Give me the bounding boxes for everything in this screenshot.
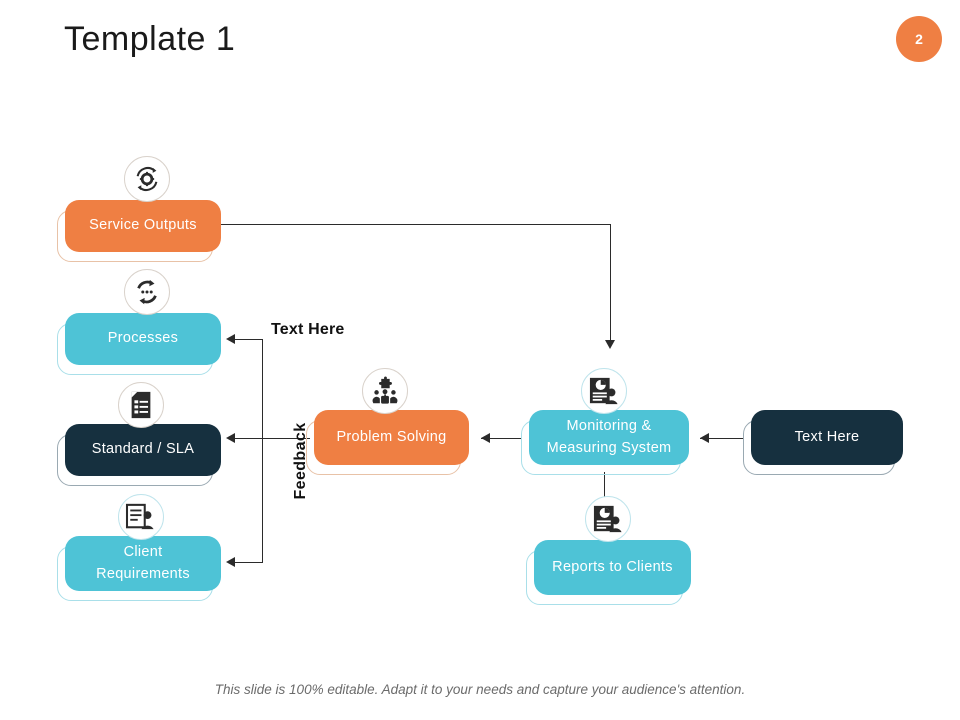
node-label-reports-to-clients: Reports to Clients — [534, 540, 691, 595]
node-label-service-outputs: Service Outputs — [65, 200, 221, 252]
client-document-icon — [125, 503, 154, 530]
puzzle-team-icon — [372, 376, 398, 404]
node-label-monitoring-system: Monitoring & Measuring System — [529, 410, 689, 465]
node-label-client-requirements: Client Requirements — [65, 536, 221, 591]
connector-feedback-spine — [262, 339, 264, 563]
puzzle-team-icon-badge — [362, 368, 408, 414]
connector-feedback-to-client-requirements — [235, 562, 263, 564]
node-service-outputs[interactable]: Service Outputs — [57, 200, 221, 262]
node-monitoring-system[interactable]: Monitoring & Measuring System — [521, 410, 689, 475]
document-list-icon-badge — [118, 382, 164, 428]
node-standard-sla[interactable]: Standard / SLA — [57, 424, 221, 486]
report-chart-person-icon — [593, 505, 622, 533]
connector-feedback-to-processes — [235, 339, 263, 341]
report-person-icon-badge — [581, 368, 627, 414]
page-number-badge: 2 — [896, 16, 942, 62]
arrow-left-to-processes — [226, 334, 235, 344]
arrow-left-to-problem-solving — [481, 433, 490, 443]
connector-problem-solving-to-standard — [235, 438, 310, 440]
gear-refresh-icon-badge — [124, 156, 170, 202]
label-feedback: Feedback — [292, 422, 309, 500]
client-document-icon-badge — [118, 494, 164, 540]
label-text-here: Text Here — [271, 321, 345, 338]
node-label-processes: Processes — [65, 313, 221, 365]
document-list-icon — [131, 391, 151, 419]
node-processes[interactable]: Processes — [57, 313, 221, 375]
arrow-down-to-monitoring — [605, 340, 615, 349]
node-reports-to-clients[interactable]: Reports to Clients — [526, 540, 691, 605]
report-person-icon — [589, 377, 618, 405]
node-label-text-here-right: Text Here — [751, 410, 903, 465]
footer-note: This slide is 100% editable. Adapt it to… — [214, 682, 746, 697]
node-client-requirements[interactable]: Client Requirements — [57, 536, 221, 601]
report-chart-person-icon-badge — [585, 496, 631, 542]
process-cycle-icon — [137, 279, 157, 305]
gear-refresh-icon — [136, 166, 158, 192]
connector-service-to-monitoring-vertical — [610, 224, 612, 342]
arrow-left-to-monitoring — [700, 433, 709, 443]
node-problem-solving[interactable]: Problem Solving — [306, 410, 469, 475]
connector-service-to-monitoring-horizontal — [221, 224, 611, 226]
connector-textright-to-monitoring — [700, 438, 743, 440]
arrow-left-to-standard-sla — [226, 433, 235, 443]
page-title: Template 1 — [64, 20, 236, 58]
connector-monitoring-to-problem-solving — [481, 438, 521, 440]
node-label-problem-solving: Problem Solving — [314, 410, 469, 465]
node-label-standard-sla: Standard / SLA — [65, 424, 221, 476]
arrow-left-to-client-requirements — [226, 557, 235, 567]
process-cycle-icon-badge — [124, 269, 170, 315]
node-text-here-right[interactable]: Text Here — [743, 410, 903, 475]
